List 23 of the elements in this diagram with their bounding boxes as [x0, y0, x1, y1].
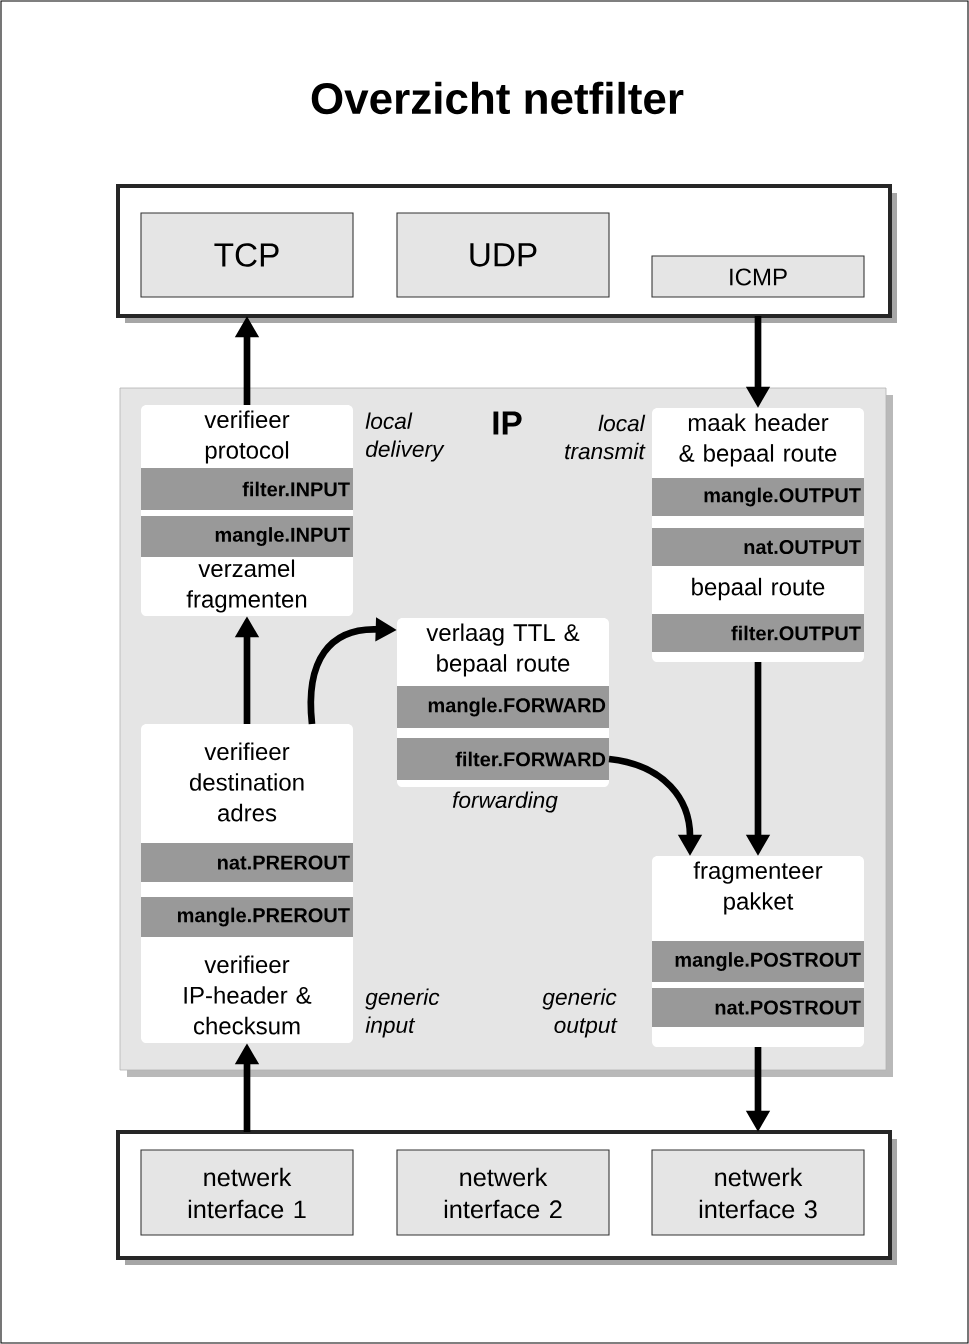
region-label: local transmit [565, 414, 646, 460]
protocol-box: netwerk interface 1 [140, 1149, 354, 1236]
region-label: local delivery [365, 412, 445, 462]
chain-band: mangle.OUTPUT [652, 478, 864, 516]
chain-band: filter.OUTPUT [652, 614, 864, 652]
chain-band: nat.OUTPUT [652, 528, 864, 566]
chain-band: nat.PREROUT [141, 843, 353, 882]
region-label: generic input [365, 988, 440, 1038]
protocol-box: netwerk interface 2 [396, 1149, 610, 1236]
chain-band: filter.FORWARD [397, 738, 609, 780]
chain-band: mangle.FORWARD [397, 686, 609, 728]
protocol-box: UDP [396, 212, 610, 298]
protocol-box: netwerk interface 3 [651, 1149, 865, 1236]
chain-band: nat.POSTROUT [652, 988, 864, 1027]
region-label: forwarding [452, 791, 558, 813]
protocol-box: ICMP [651, 255, 865, 298]
chain-band: filter.INPUT [141, 468, 353, 510]
protocol-box: TCP [140, 212, 354, 298]
chain-band: mangle.INPUT [141, 516, 353, 557]
title: Overzicht netfilter [311, 81, 684, 115]
region-label: generic output [542, 988, 618, 1038]
chain-band: mangle.POSTROUT [652, 941, 864, 982]
chain-band: mangle.PREROUT [141, 897, 353, 937]
